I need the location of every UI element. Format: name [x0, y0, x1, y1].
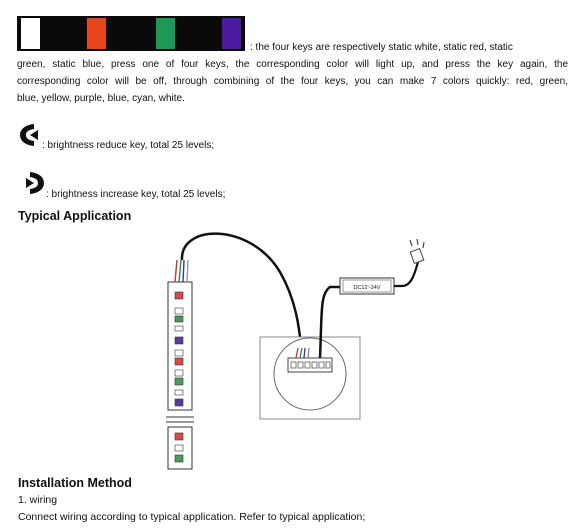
key-blue	[222, 18, 241, 49]
key-red	[87, 18, 106, 49]
brightness-reduce-text: : brightness reduce key, total 25 levels…	[42, 140, 215, 151]
key-green	[156, 18, 175, 49]
power-supply-label: DC12~24V	[353, 285, 380, 291]
brightness-increase-text: : brightness increase key, total 25 leve…	[46, 189, 226, 200]
installation-step: 1. wiring	[18, 494, 58, 506]
keys-description-line1: : the four keys are respectively static …	[250, 42, 513, 53]
brightness-increase-icon	[22, 170, 46, 201]
installation-text: Connect wiring according to typical appl…	[18, 511, 366, 523]
color-keys-strip	[17, 16, 245, 51]
keys-description-line3: corresponding color will be off, through…	[17, 76, 568, 87]
keys-description-line4: blue, yellow, purple, blue, cyan, white.	[17, 93, 185, 104]
key-white	[21, 18, 40, 49]
led-strip	[166, 281, 194, 470]
keys-description-line2: green, static blue, press one of four ke…	[17, 59, 568, 70]
installation-method-heading: Installation Method	[18, 476, 132, 490]
wiring-diagram: DC12~24V	[166, 232, 425, 470]
brightness-reduce-icon	[18, 122, 42, 153]
typical-application-heading: Typical Application	[18, 209, 132, 223]
